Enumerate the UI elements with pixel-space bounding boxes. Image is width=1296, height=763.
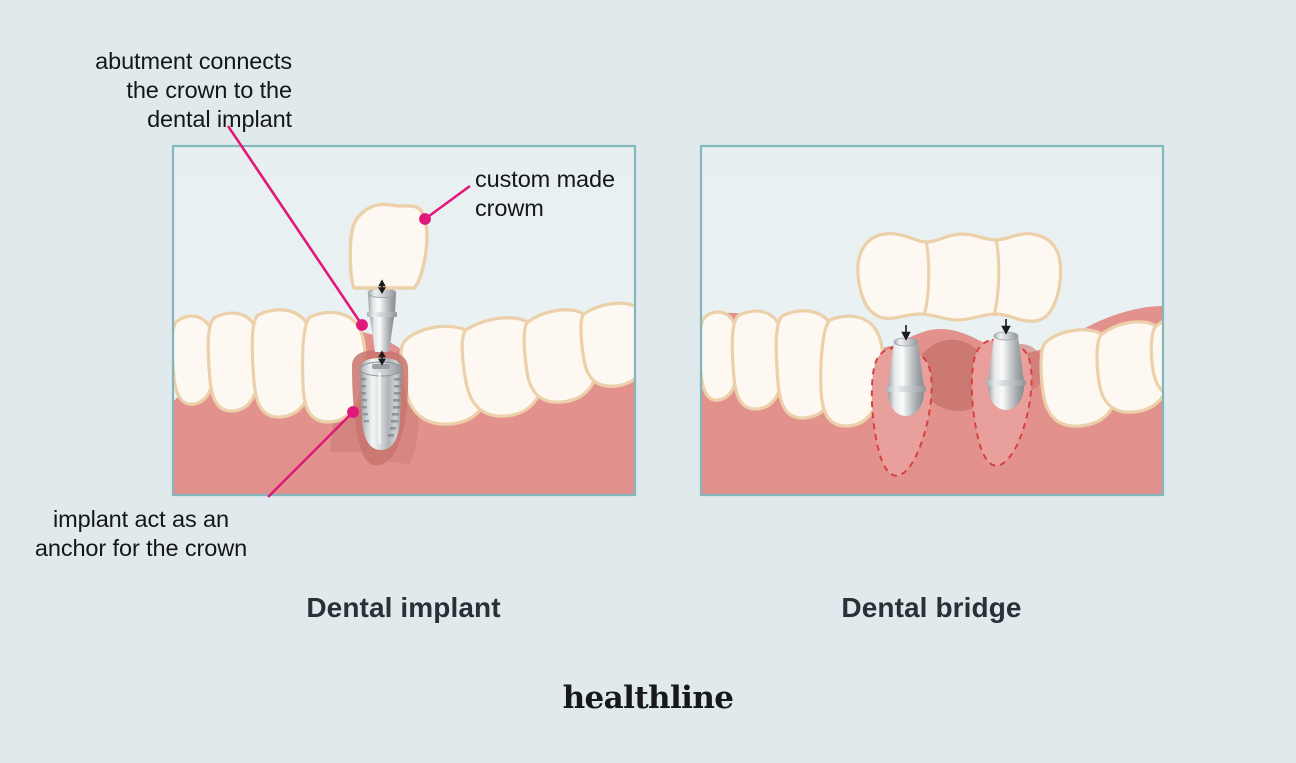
leader-lines	[226, 125, 471, 498]
assembly-arrows-left	[378, 279, 386, 366]
implant-screw	[359, 358, 403, 450]
annotation-crown: custom made crowm	[475, 166, 615, 221]
annotation-implant: implant act as an anchor for the crown	[34, 506, 248, 561]
annotation-abutment: abutment connects the crown to the denta…	[95, 48, 292, 132]
bridge-abutment-right	[986, 331, 1026, 410]
assembly-arrows-right	[901, 319, 1011, 341]
leader-implant	[267, 411, 354, 498]
three-unit-bridge	[856, 232, 1063, 323]
caption-dental-implant: Dental implant	[306, 592, 501, 623]
natural-teeth-left-bridge	[701, 309, 885, 428]
leader-abutment	[226, 125, 364, 326]
panel-dental-implant	[171, 144, 637, 497]
leader-dot-abutment	[356, 319, 368, 331]
natural-teeth-left	[173, 308, 367, 424]
healthline-logo: healthline	[562, 680, 734, 716]
leader-dot-implant	[347, 406, 359, 418]
leader-crown	[424, 184, 471, 221]
bridge-abutment-left	[886, 337, 926, 416]
natural-teeth-right	[399, 301, 635, 426]
panel-dental-bridge	[699, 144, 1165, 497]
custom-made-crown	[348, 202, 429, 290]
caption-dental-bridge: Dental bridge	[841, 592, 1022, 623]
abutment	[367, 288, 397, 352]
leader-dot-crown	[419, 213, 431, 225]
natural-teeth-right-bridge	[1039, 319, 1163, 428]
